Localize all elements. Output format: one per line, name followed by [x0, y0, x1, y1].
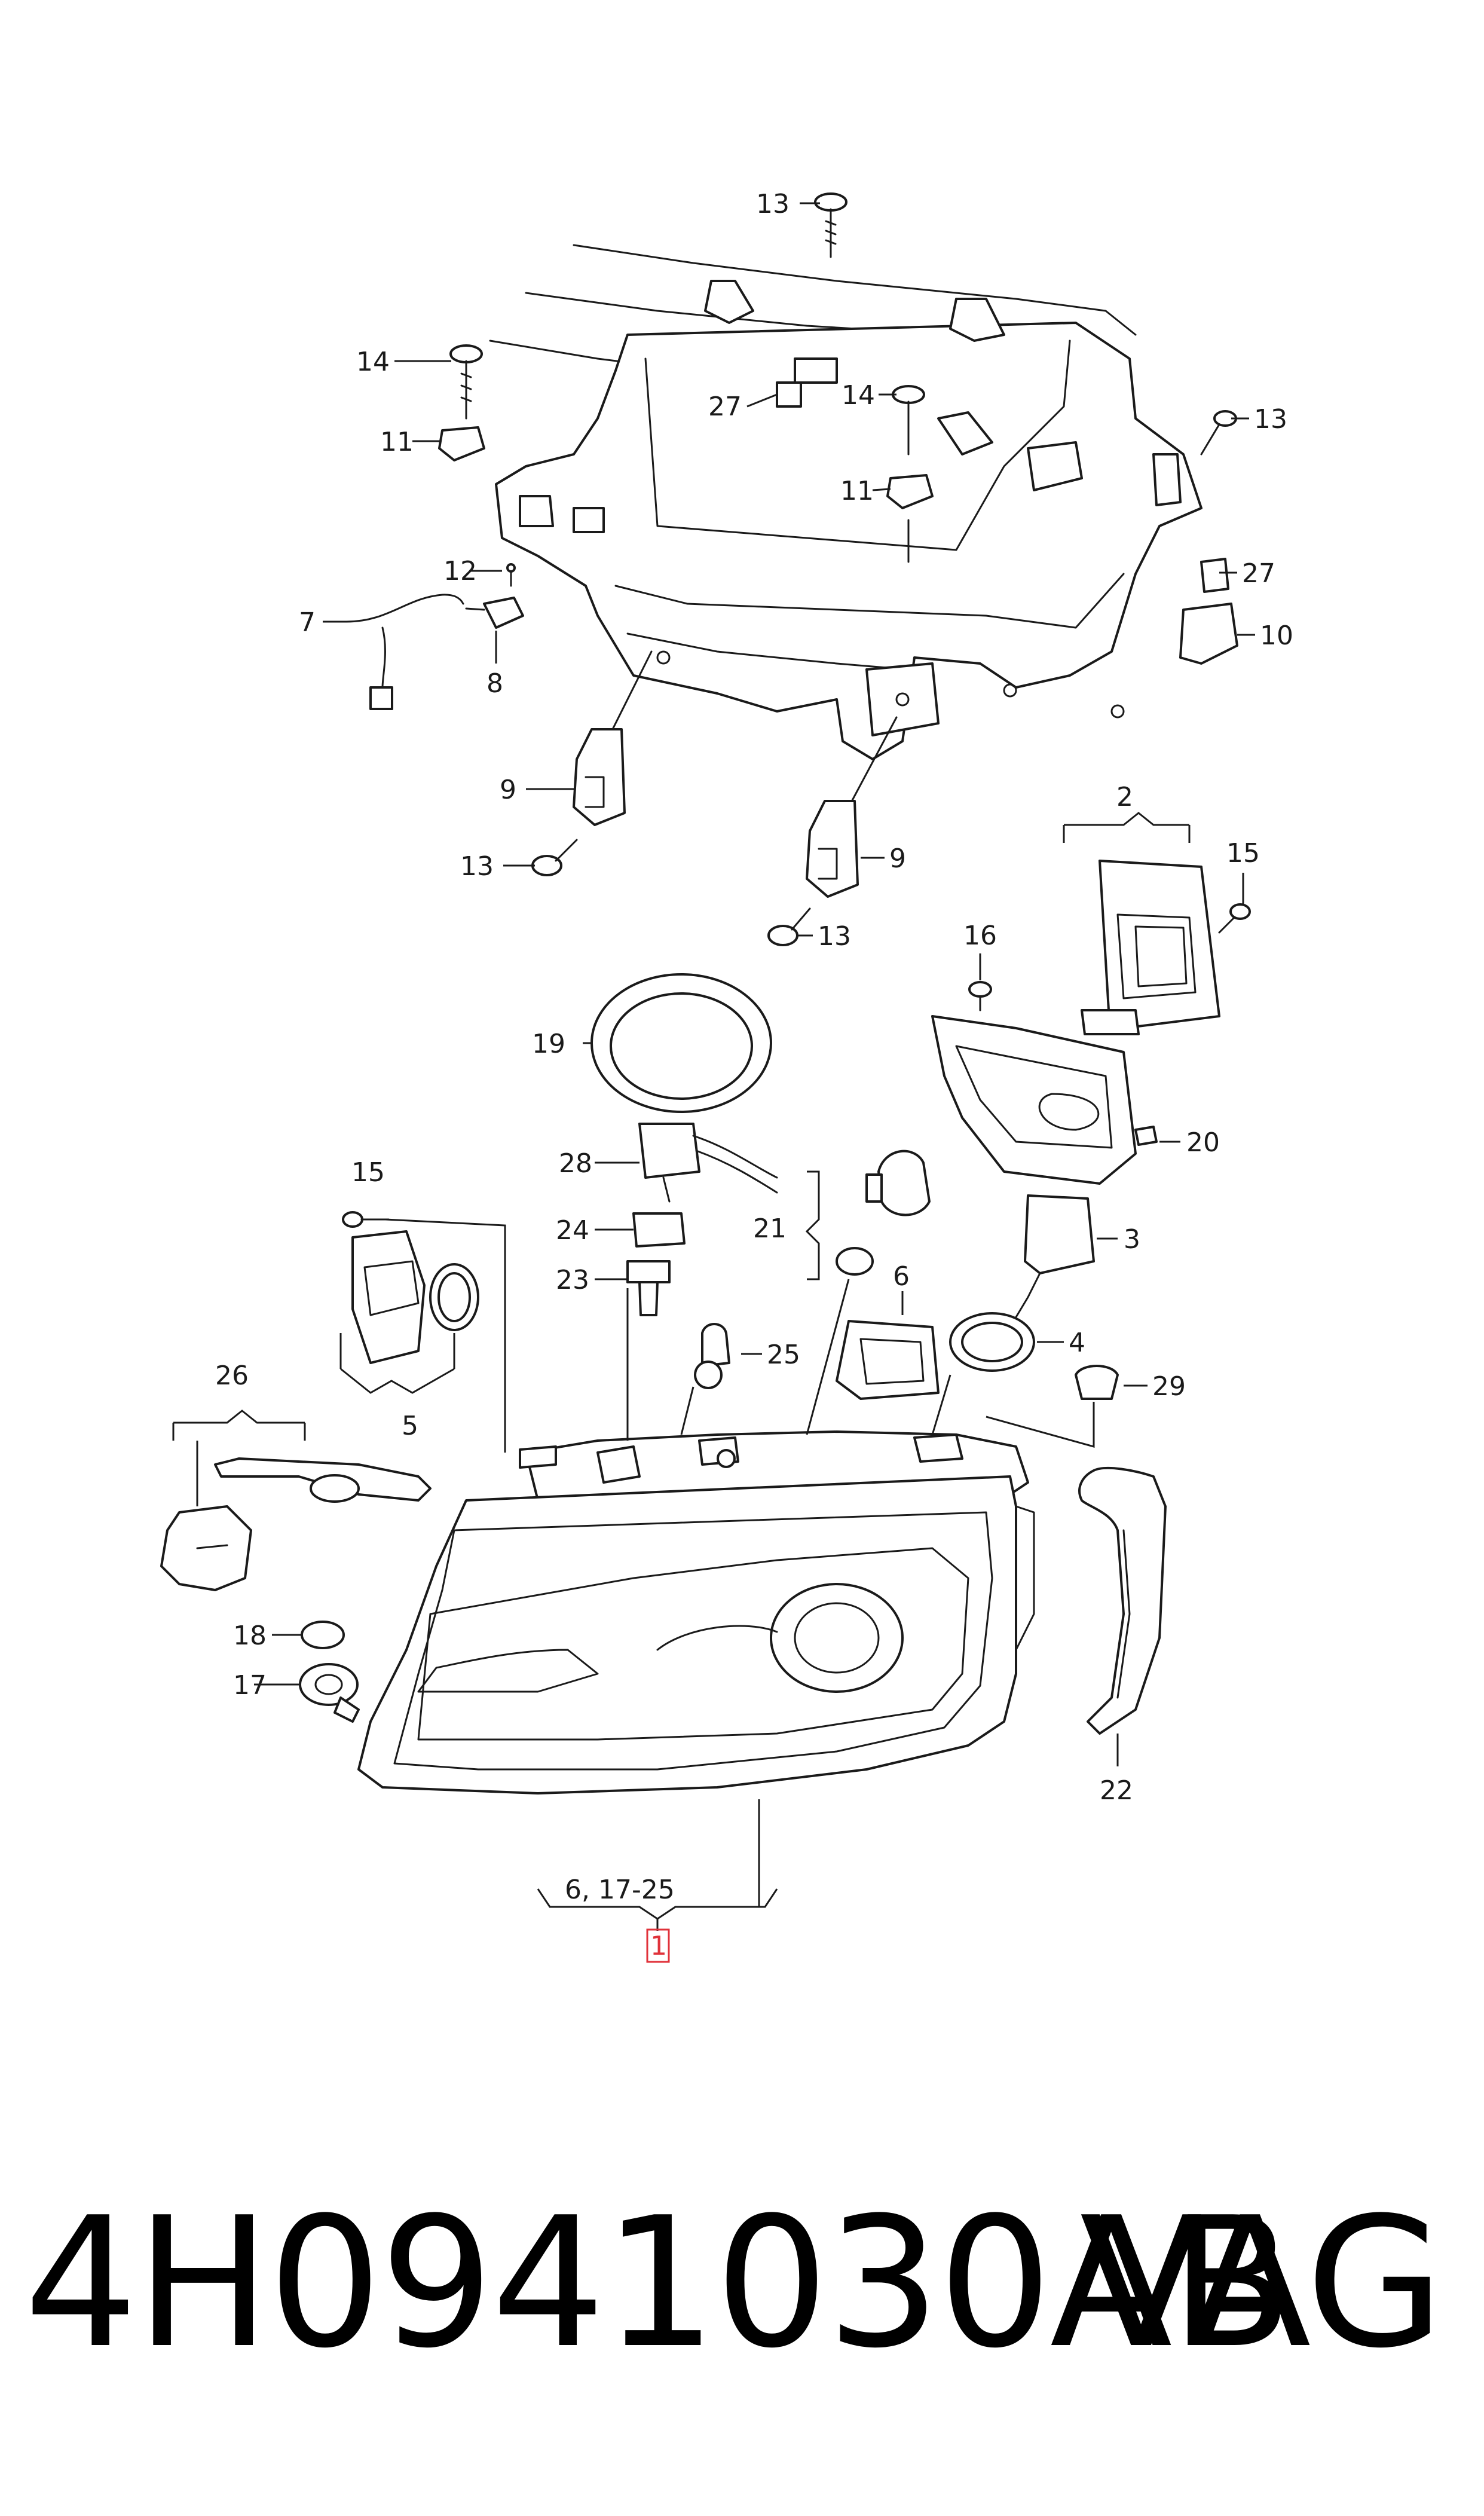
callout-7: 7: [299, 607, 316, 638]
trim-22: [1078, 1466, 1167, 1735]
nut-11-mid: [886, 474, 934, 509]
socket-24: [632, 1212, 686, 1248]
clip-27-top: [776, 381, 802, 408]
callout-21: 21: [753, 1213, 787, 1244]
bulb-25: [694, 1323, 730, 1389]
callout-28: 28: [559, 1148, 592, 1179]
callout-range: 6, 17-25: [565, 1875, 675, 1905]
nut-11-left: [438, 426, 485, 461]
callout-25: 25: [767, 1340, 800, 1370]
callout-19: 19: [532, 1029, 565, 1059]
callout-29: 29: [1152, 1371, 1186, 1402]
housing-cover-20: [931, 1015, 1158, 1185]
callout-14-mid: 14: [842, 380, 875, 411]
callout-24: 24: [556, 1215, 589, 1246]
bracket-9-right: [806, 800, 859, 898]
ring-19: [590, 973, 772, 1113]
callout-15-right: 15: [1226, 838, 1260, 869]
callout-12: 12: [443, 556, 477, 586]
callout-9-right: 9: [889, 843, 906, 874]
seal-4: [949, 1312, 1035, 1372]
callout-27-top: 27: [708, 392, 742, 422]
callout-26: 26: [215, 1361, 249, 1391]
bulb-23: [626, 1260, 671, 1316]
part-number: 4H0941030AB: [24, 2179, 1293, 2387]
socket-28: [638, 1123, 778, 1203]
callout-15-left: 15: [351, 1157, 385, 1188]
callout-11-left: 11: [380, 427, 414, 457]
screw-16: [968, 981, 992, 1011]
connector-8: [465, 597, 524, 629]
bracket-26: [160, 1457, 432, 1591]
callout-13-right-low: 13: [818, 921, 851, 952]
plug-29: [1075, 1365, 1119, 1400]
callout-18: 18: [233, 1621, 267, 1651]
brand-name: VAG: [1079, 2179, 1445, 2387]
callout-13-top: 13: [756, 189, 790, 219]
cap-18: [301, 1621, 345, 1649]
callout-13-left-low: 13: [460, 851, 494, 882]
callout-8: 8: [486, 668, 503, 699]
callout-4: 4: [1069, 1328, 1085, 1358]
callout-22: 22: [1100, 1775, 1133, 1806]
cap-3: [1009, 1194, 1095, 1328]
pin-12: [506, 563, 516, 587]
screw-15-left: [342, 1211, 390, 1228]
hose-7: [345, 594, 464, 710]
callout-2: 2: [1116, 782, 1133, 812]
callout-5: 5: [402, 1411, 418, 1441]
headlight-assembly: [357, 1430, 1035, 1794]
leader-lines: [172, 202, 1255, 1931]
callout-27-right: 27: [1242, 558, 1275, 589]
control-unit-2: [1081, 860, 1220, 1035]
bracket-10: [1179, 603, 1238, 665]
callout-labels: 13 14 11 27 14 11 13 27 10 12 7 8 9 13 9…: [215, 189, 1293, 1963]
ballast-5: [351, 1230, 479, 1364]
callout-14-left: 14: [356, 347, 390, 377]
callout-1: 1: [650, 1931, 667, 1961]
bulb-21: [836, 1150, 931, 1276]
screw-13-top: [814, 192, 847, 258]
clip-27-right: [1200, 558, 1229, 593]
callout-6: 6: [893, 1261, 910, 1292]
screw-15-right: [1218, 903, 1251, 934]
bracket-9-left: [573, 728, 626, 826]
callout-16: 16: [963, 921, 997, 951]
adjuster-17: [299, 1663, 360, 1723]
callout-10: 10: [1260, 620, 1293, 651]
callout-9-left: 9: [500, 775, 516, 805]
screw-13-left-low: [531, 839, 578, 876]
callout-20: 20: [1186, 1127, 1220, 1158]
callout-1-highlight: [646, 1928, 670, 1963]
screw-13-right-low: [767, 907, 811, 946]
callout-11-mid: 11: [840, 476, 874, 506]
screw-13-right: [1200, 410, 1237, 455]
callout-23: 23: [556, 1265, 589, 1295]
callout-17: 17: [233, 1670, 267, 1701]
callout-3: 3: [1124, 1224, 1140, 1255]
module-6: [836, 1320, 940, 1400]
exploded-parts-diagram: 13 14 11 27 14 11 13 27 10 12 7 8 9 13 9…: [160, 189, 1293, 1963]
callout-13-right: 13: [1254, 404, 1287, 435]
mounting-frame: [489, 244, 1203, 808]
screw-14-left: [449, 344, 483, 420]
screw-14-mid: [892, 385, 925, 455]
